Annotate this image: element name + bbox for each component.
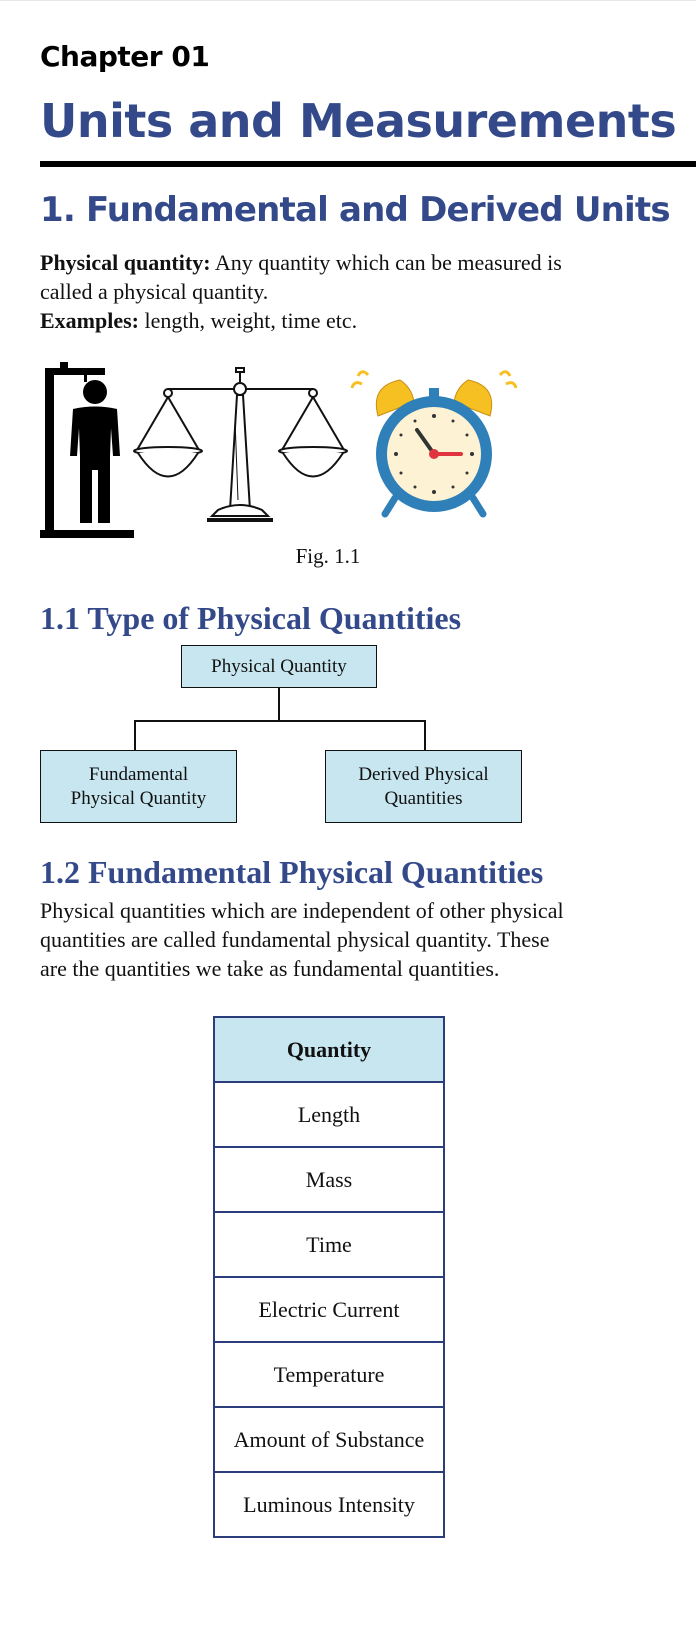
table-cell: Time [213,1211,445,1278]
table-row: Luminous Intensity [213,1471,445,1538]
physical-quantity-term: Physical quantity: [40,250,211,275]
tree-right-box: Derived Physical Quantities [325,750,522,823]
tree-connector-left [134,720,136,751]
table-cell: Amount of Substance [213,1406,445,1473]
tree-left-line2: Physical Quantity [70,787,207,809]
table-row: Amount of Substance [213,1406,445,1473]
section-title-types: 1.1 Type of Physical Quantities [40,600,462,636]
fundamental-para-line3: are the quantities we take as fundamenta… [40,956,500,981]
figure-caption: Fig. 1.1 [295,544,361,568]
tree-connector-right [424,720,426,751]
table-row: Mass [213,1146,445,1213]
top-rule [0,0,696,1]
tree-connector-horizontal [134,720,426,722]
chapter-label: Chapter 01 [40,40,210,73]
table-cell: Length [213,1081,445,1148]
figure-1-1 [40,362,518,538]
table-cell: Temperature [213,1341,445,1408]
balance-scale-icon [133,367,348,522]
examples-term: Examples: [40,308,139,333]
tree-right-line2: Quantities [384,787,463,809]
table-row: Time [213,1211,445,1278]
table-cell: Luminous Intensity [213,1471,445,1538]
table-header-quantity: Quantity [213,1016,445,1083]
fundamental-quantities-paragraph: Physical quantities which are independen… [40,896,640,983]
physical-quantity-def-line1: Any quantity which can be measured is [210,250,562,275]
alarm-clock-icon [350,370,518,518]
tree-left-box: Fundamental Physical Quantity [40,750,237,823]
section-title-fundamental-quantities: 1.2 Fundamental Physical Quantities [40,854,544,890]
title-divider [40,161,696,167]
physical-quantity-def-line2: called a physical quantity. [40,279,269,304]
tree-root-label: Physical Quantity [211,655,347,677]
table-row: Electric Current [213,1276,445,1343]
table-row: Length [213,1081,445,1148]
table-header-row: Quantity [213,1016,445,1083]
tree-root-box: Physical Quantity [181,645,377,688]
fundamental-para-line2: quantities are called fundamental physic… [40,927,550,952]
section-title-fundamental-derived: 1. Fundamental and Derived Units [40,190,671,230]
table-cell: Electric Current [213,1276,445,1343]
table-row: Temperature [213,1341,445,1408]
person-height-measure-icon [40,362,134,538]
examples-text: length, weight, time etc. [139,308,358,333]
tree-right-line1: Derived Physical [358,763,489,785]
chapter-title: Units and Measurements [40,94,677,148]
table-cell: Mass [213,1146,445,1213]
fundamental-quantities-table: Quantity Length Mass Time Electric Curre… [213,1016,445,1538]
fundamental-para-line1: Physical quantities which are independen… [40,898,564,923]
physical-quantity-definition: Physical quantity: Any quantity which ca… [40,248,640,335]
tree-left-line1: Fundamental [88,763,189,785]
tree-connector-vertical [278,688,280,721]
